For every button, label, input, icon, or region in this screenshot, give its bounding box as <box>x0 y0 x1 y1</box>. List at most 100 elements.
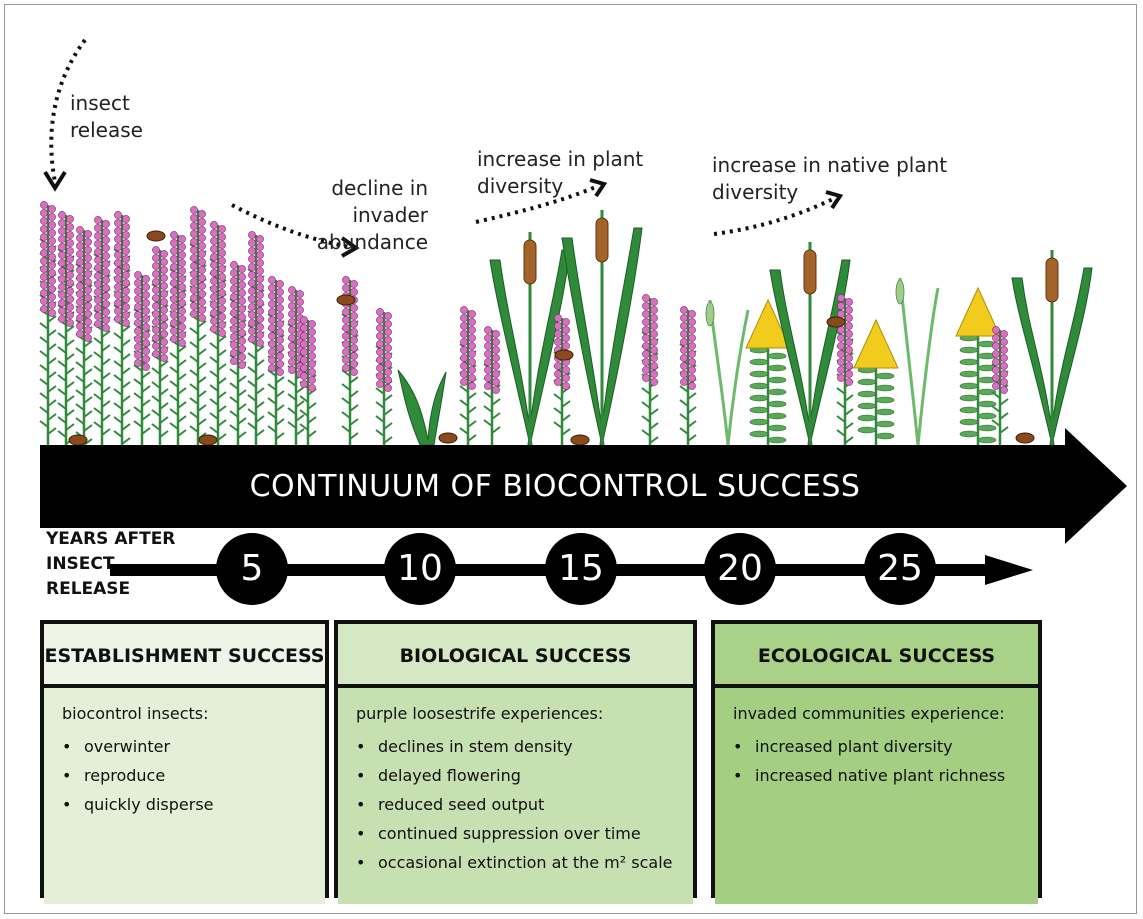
loosestrife-leaf <box>483 405 493 413</box>
loosestrife-flower <box>276 296 284 304</box>
loosestrife-leaf <box>159 374 169 382</box>
loosestrife-flower <box>992 342 1000 350</box>
loosestrife-flower <box>384 320 392 328</box>
loosestrife-flower <box>288 302 296 310</box>
loosestrife-leaf <box>237 389 247 397</box>
loosestrife-flower <box>554 338 562 346</box>
loosestrife-flower <box>142 291 150 299</box>
loosestrife-leaf <box>197 320 207 328</box>
cattail-head <box>803 249 817 295</box>
loosestrife-flower <box>122 263 130 271</box>
loosestrife-flower <box>1000 330 1008 338</box>
loosestrife-flower <box>152 294 160 302</box>
biological-item: continued suppression over time <box>356 824 675 843</box>
loosestrife-leaf <box>299 423 309 431</box>
loosestrife-flower <box>178 243 186 251</box>
loosestrife-leaf <box>151 409 161 417</box>
loosestrife-flower <box>94 224 102 232</box>
loosestrife-flower <box>376 316 384 324</box>
goldenrod-leaf <box>959 406 979 414</box>
loosestrife-flower <box>152 278 160 286</box>
loosestrife-flower <box>152 334 160 342</box>
loosestrife-flower <box>376 332 384 340</box>
loosestrife-leaf <box>687 392 697 400</box>
loosestrife-flower <box>66 247 74 255</box>
loosestrife-flower <box>845 338 853 346</box>
loosestrife-flower <box>152 310 160 318</box>
loosestrife-flower <box>554 314 562 322</box>
loosestrife-leaf <box>467 420 477 428</box>
ecological-intro: invaded communities experience: <box>733 704 1005 723</box>
loosestrife-flower <box>114 259 122 267</box>
loosestrife-flower <box>178 331 186 339</box>
loosestrife-flower <box>84 278 92 286</box>
goldenrod-leaf <box>875 408 895 416</box>
loosestrife-flower <box>134 279 142 287</box>
goldenrod-leaf <box>749 370 769 378</box>
loosestrife-leaf <box>197 376 207 384</box>
loosestrife-flower <box>76 314 84 322</box>
loosestrife-leaf <box>561 400 571 408</box>
loosestrife-leaf <box>267 397 277 405</box>
loosestrife-leaf <box>687 406 697 414</box>
loosestrife-flower <box>492 386 500 394</box>
loosestrife-flower <box>554 362 562 370</box>
loosestrife-leaf <box>491 426 501 434</box>
goldenrod-leaf <box>749 430 769 438</box>
loosestrife-leaf <box>844 394 854 402</box>
loosestrife-flower <box>350 304 358 312</box>
loosestrife-flower <box>276 328 284 336</box>
loosestrife-flower <box>178 259 186 267</box>
loosestrife-leaf <box>177 373 187 381</box>
loosestrife-flower <box>492 362 500 370</box>
loosestrife-leaf <box>275 404 285 412</box>
loosestrife-flower <box>66 239 74 247</box>
loosestrife-leaf <box>255 359 265 367</box>
loosestrife-flower <box>218 305 226 313</box>
loosestrife-flower <box>992 382 1000 390</box>
loosestrife-leaf <box>141 399 151 407</box>
loosestrife-flower <box>680 370 688 378</box>
establishment-success-title: ESTABLISHMENT SUCCESS <box>44 624 325 688</box>
goldenrod-leaf <box>959 346 979 354</box>
loosestrife-flower <box>492 338 500 346</box>
loosestrife-flower <box>650 346 658 354</box>
loosestrife-flower <box>210 301 218 309</box>
loosestrife-leaf <box>267 383 277 391</box>
loosestrife-leaf <box>287 379 297 387</box>
loosestrife-leaf <box>467 392 477 400</box>
loosestrife-leaf <box>151 381 161 389</box>
loosestrife-leaf <box>267 425 277 433</box>
beetle-icon <box>146 230 166 242</box>
loosestrife-leaf <box>255 415 265 423</box>
loosestrife-flower <box>276 304 284 312</box>
loosestrife-flower <box>384 312 392 320</box>
goldenrod-leaf <box>749 382 769 390</box>
loosestrife-leaf <box>133 392 143 400</box>
loosestrife-flower <box>300 372 308 380</box>
loosestrife-leaf <box>47 385 57 393</box>
loosestrife-leaf <box>93 407 103 415</box>
loosestrife-leaf <box>39 420 49 428</box>
loosestrife-leaf <box>467 406 477 414</box>
loosestrife-flower <box>248 239 256 247</box>
cattail-leaf <box>1011 277 1055 446</box>
loosestrife-flower <box>160 346 168 354</box>
biological-item: delayed flowering <box>356 766 675 785</box>
loosestrife-flower <box>300 316 308 324</box>
loosestrife-flower <box>152 246 160 254</box>
loosestrife-flower <box>376 348 384 356</box>
loosestrife-leaf <box>93 365 103 373</box>
loosestrife-flower <box>198 258 206 266</box>
loosestrife-flower <box>288 326 296 334</box>
loosestrife-leaf <box>113 332 123 340</box>
loosestrife-flower <box>178 315 186 323</box>
loosestrife-flower <box>468 334 476 342</box>
loosestrife-leaf <box>247 408 257 416</box>
loosestrife-flower <box>142 283 150 291</box>
loosestrife-flower <box>94 264 102 272</box>
goldenrod-leaf <box>767 364 787 372</box>
loosestrife-flower <box>94 240 102 248</box>
loosestrife-leaf <box>177 401 187 409</box>
loosestrife-leaf <box>177 387 187 395</box>
